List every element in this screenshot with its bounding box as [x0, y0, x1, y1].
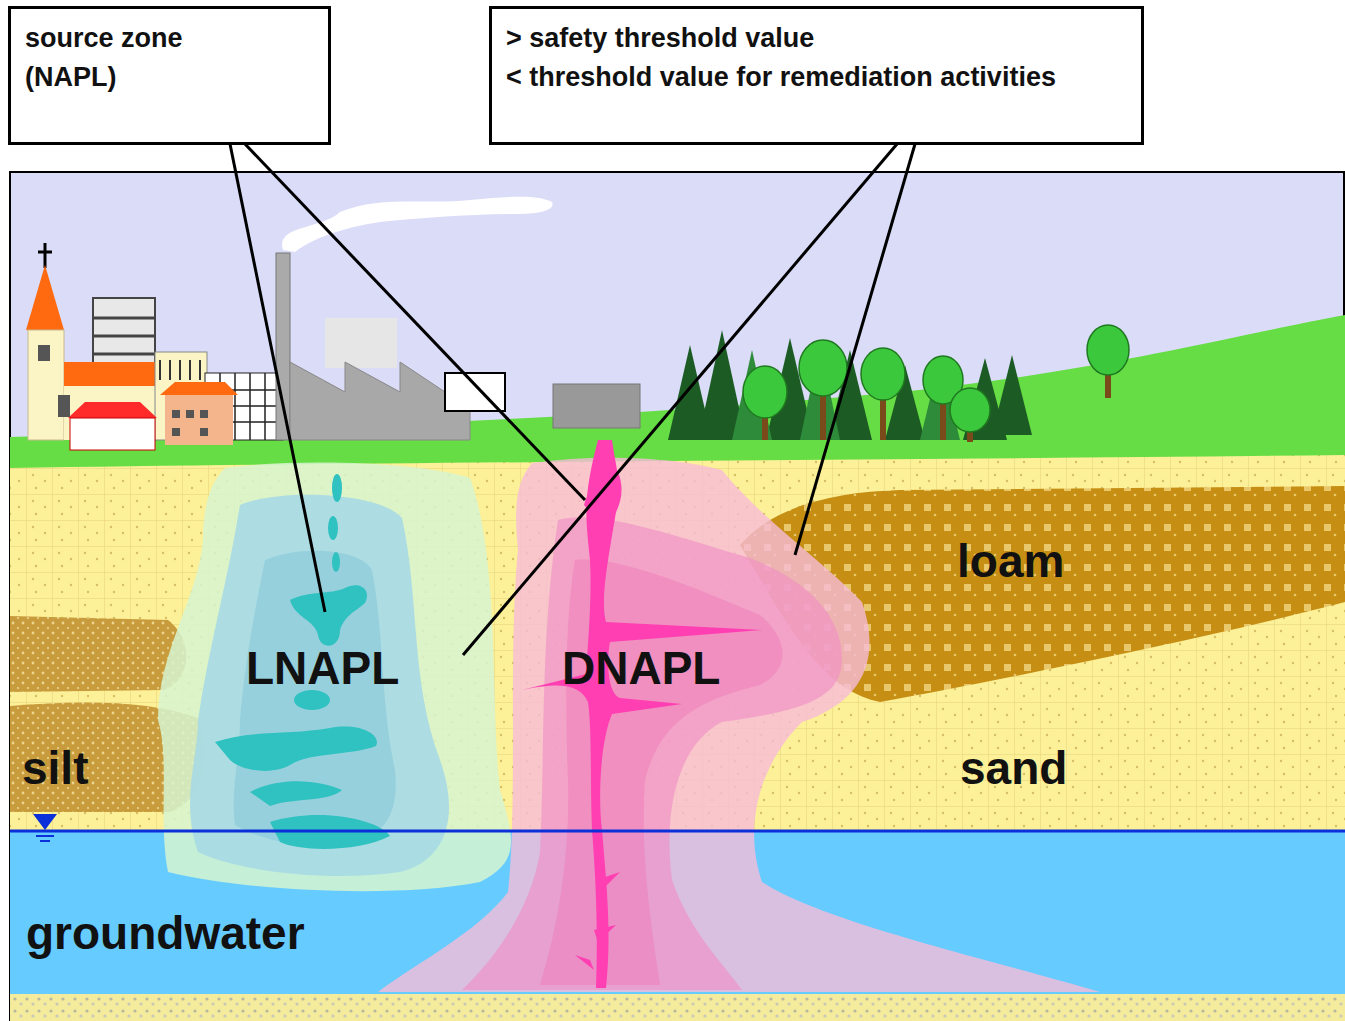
art-line — [245, 144, 585, 500]
art-polygon — [33, 814, 57, 830]
callout-text: source zone (NAPL) — [25, 19, 255, 97]
layer-label: DNAPL — [562, 645, 720, 691]
art-rect — [200, 410, 208, 418]
art-path — [158, 463, 511, 892]
art-ellipse — [332, 474, 342, 502]
grass-hill — [10, 315, 1345, 475]
callout-box: source zone (NAPL) — [8, 6, 331, 145]
art-rect — [940, 400, 946, 440]
art-polygon — [160, 382, 238, 395]
art-rect — [820, 392, 826, 440]
art-ellipse — [743, 366, 787, 418]
sky — [10, 172, 1344, 1021]
art-path — [378, 458, 1100, 992]
factory — [276, 197, 553, 440]
layer-label: loam — [957, 538, 1064, 584]
source-building — [553, 384, 640, 428]
art-rect — [325, 318, 397, 368]
art-path — [190, 495, 449, 876]
layer-label: silt — [22, 745, 88, 791]
art-ellipse — [332, 552, 340, 572]
art-rect — [58, 395, 70, 417]
art-g — [743, 325, 1129, 432]
art-ellipse — [799, 340, 847, 396]
town — [26, 243, 283, 450]
art-path — [584, 469, 622, 528]
dnapl-plume — [378, 440, 1100, 992]
art-rect — [880, 395, 886, 440]
art-rect — [38, 345, 50, 361]
art-rect — [64, 362, 156, 388]
art-path — [250, 781, 342, 806]
art-path — [290, 585, 367, 646]
layer-label: groundwater — [26, 910, 305, 956]
art-g — [668, 330, 1032, 440]
art-ellipse — [294, 690, 330, 710]
art-ellipse — [1087, 325, 1129, 375]
art-path — [575, 872, 620, 970]
water-table-symbol — [33, 814, 57, 841]
art-polygon — [290, 362, 470, 440]
art-path — [215, 726, 377, 770]
callout-text: > safety threshold value — [506, 19, 1126, 58]
art-path — [522, 440, 762, 988]
art-ellipse — [861, 348, 905, 400]
art-path — [540, 560, 783, 985]
art-polygon — [26, 265, 64, 330]
art-ellipse — [950, 388, 990, 432]
art-line — [463, 144, 897, 655]
art-line — [40, 840, 50, 842]
forest — [668, 325, 1129, 442]
art-path — [234, 551, 396, 846]
art-line — [795, 144, 915, 555]
water-table — [10, 830, 1345, 833]
art-rect — [165, 395, 233, 445]
callout-box: > safety threshold value< threshold valu… — [489, 6, 1144, 145]
art-line — [38, 251, 52, 254]
leader-lines — [230, 144, 915, 655]
art-line — [36, 835, 54, 837]
layer-label: sand — [960, 745, 1067, 791]
art-ellipse — [328, 516, 338, 540]
art-rect — [172, 410, 180, 418]
callout-text: < threshold value for remediation activi… — [506, 58, 1066, 97]
art-line — [44, 243, 47, 268]
silt-lens — [10, 616, 186, 692]
art-rect — [70, 418, 155, 450]
layer-label: LNAPL — [246, 645, 399, 691]
art-polygon — [68, 402, 157, 418]
art-path — [160, 360, 200, 380]
art-rect — [28, 330, 64, 440]
art-rect — [172, 428, 180, 436]
art-rect — [200, 428, 208, 436]
lnapl-plume — [158, 463, 511, 892]
art-polygon — [992, 355, 1032, 435]
art-rect — [186, 410, 194, 418]
aquifer-base — [10, 994, 1345, 1021]
